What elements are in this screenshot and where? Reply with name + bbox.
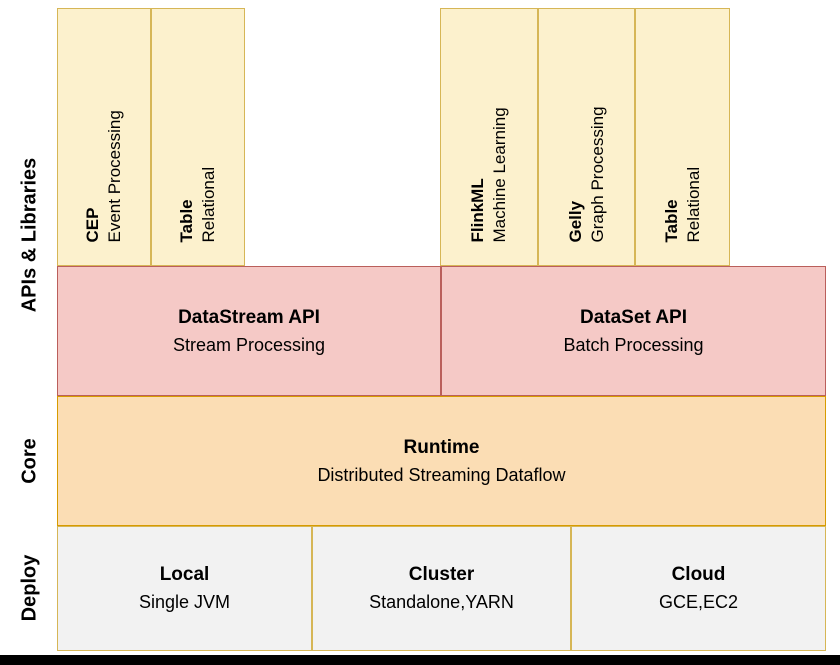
deploy-subtitle: Single JVM xyxy=(138,592,231,612)
bottom-black-bar xyxy=(0,655,840,665)
library-box-gelly-text: Gelly Graph Processing xyxy=(565,20,609,255)
library-box-table-stream: Table Relational xyxy=(151,8,245,266)
runtime-subtitle: Distributed Streaming Dataflow xyxy=(317,464,566,485)
runtime-box: Runtime Distributed Streaming Dataflow xyxy=(57,396,826,526)
library-box-cep-text: CEP Event Processing xyxy=(82,20,126,255)
library-box-table-stream-text: Table Relational xyxy=(176,20,220,255)
deploy-box-cloud: Cloud GCE,EC2 xyxy=(571,526,826,651)
api-subtitle: Stream Processing xyxy=(172,334,326,355)
library-box-table-batch: Table Relational xyxy=(635,8,730,266)
library-box-table-batch-text: Table Relational xyxy=(661,20,705,255)
library-subtitle: Graph Processing xyxy=(587,106,607,243)
library-box-cep: CEP Event Processing xyxy=(57,8,151,266)
side-label-apis-libraries: APIs & Libraries xyxy=(18,157,41,313)
library-title: FlinkML xyxy=(468,178,487,243)
deploy-subtitle: Standalone,YARN xyxy=(369,592,514,612)
library-subtitle: Relational xyxy=(683,166,703,243)
library-box-flinkml: FlinkML Machine Learning xyxy=(440,8,538,266)
api-title: DataStream API xyxy=(178,306,320,328)
api-title: DataSet API xyxy=(580,306,687,328)
deploy-title: Local xyxy=(159,564,210,585)
deploy-box-cluster: Cluster Standalone,YARN xyxy=(312,526,571,651)
deploy-title: Cluster xyxy=(408,564,475,585)
library-subtitle: Relational xyxy=(199,166,218,243)
library-subtitle: Event Processing xyxy=(105,110,124,243)
api-subtitle: Batch Processing xyxy=(563,334,704,355)
api-box-datastream: DataStream API Stream Processing xyxy=(57,266,441,396)
library-box-flinkml-text: FlinkML Machine Learning xyxy=(467,20,511,255)
side-label-core: Core xyxy=(18,438,41,484)
library-subtitle: Machine Learning xyxy=(490,107,509,243)
api-box-dataset: DataSet API Batch Processing xyxy=(441,266,826,396)
deploy-subtitle: GCE,EC2 xyxy=(658,592,739,612)
library-title: Table xyxy=(661,199,681,243)
runtime-title: Runtime xyxy=(403,436,480,458)
library-title: Table xyxy=(177,199,196,243)
library-title: CEP xyxy=(83,207,102,243)
deploy-box-local: Local Single JVM xyxy=(57,526,312,651)
library-title: Gelly xyxy=(565,200,585,243)
deploy-title: Cloud xyxy=(671,564,726,585)
side-label-deploy: Deploy xyxy=(18,554,41,622)
library-box-gelly: Gelly Graph Processing xyxy=(538,8,635,266)
